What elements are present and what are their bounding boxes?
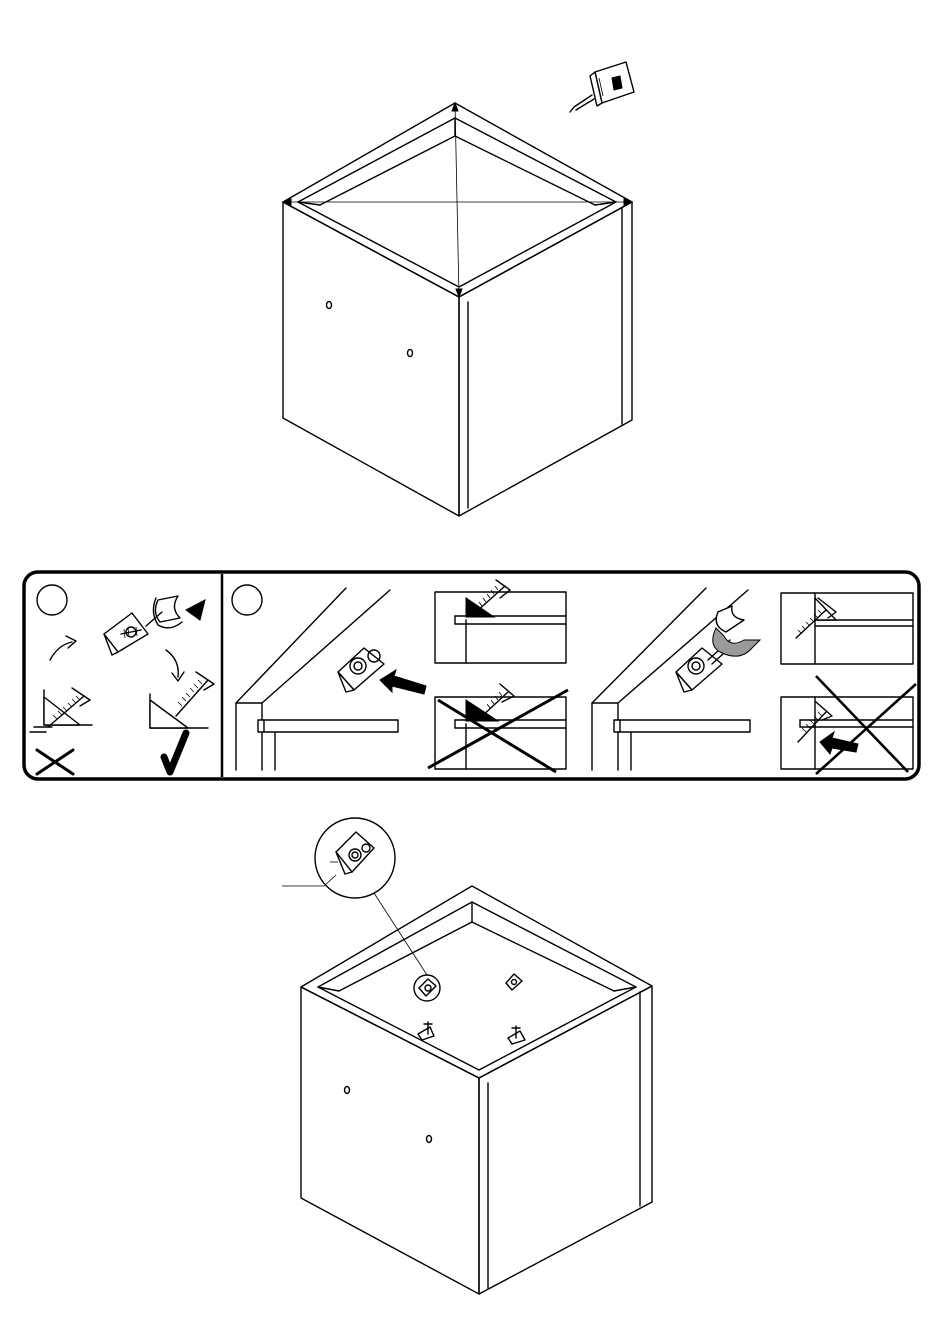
screw-wrong-angle-icon <box>30 688 92 732</box>
step-1-circle <box>37 585 67 615</box>
step-2-circle <box>232 585 262 615</box>
corner-bracket-icon <box>104 613 148 655</box>
screwdriver-turn-icon <box>146 596 205 628</box>
correct-check-icon <box>164 733 186 772</box>
bottom-cabinet <box>282 818 652 1294</box>
step-2 <box>232 580 916 774</box>
tape-measure-icon <box>570 62 634 112</box>
detail-screw-correct <box>781 593 913 664</box>
zoom-callout-circle <box>282 818 427 975</box>
corner-detail-insert <box>236 588 398 770</box>
top-cabinet <box>283 103 632 516</box>
rotate-arrow-icon <box>50 642 72 660</box>
corner-bracket-icon <box>418 1022 434 1040</box>
corner-detail-screw <box>592 588 760 770</box>
detail-correct-box <box>435 580 566 663</box>
wrong-cross-icon <box>37 750 73 774</box>
detail-wrong-box <box>428 684 568 772</box>
detail-screw-wrong <box>781 676 916 774</box>
diagonal-measure-lines <box>283 103 632 297</box>
cabinet-top-rim <box>283 103 632 297</box>
instruction-panel <box>24 572 919 779</box>
corner-bracket-icon <box>414 975 440 1001</box>
corner-bracket-icon <box>506 974 522 990</box>
corner-bracket-icon <box>508 1026 525 1044</box>
screw-correct-angle-icon <box>150 672 214 728</box>
push-arrow-icon <box>380 670 426 694</box>
step-1 <box>30 585 214 774</box>
